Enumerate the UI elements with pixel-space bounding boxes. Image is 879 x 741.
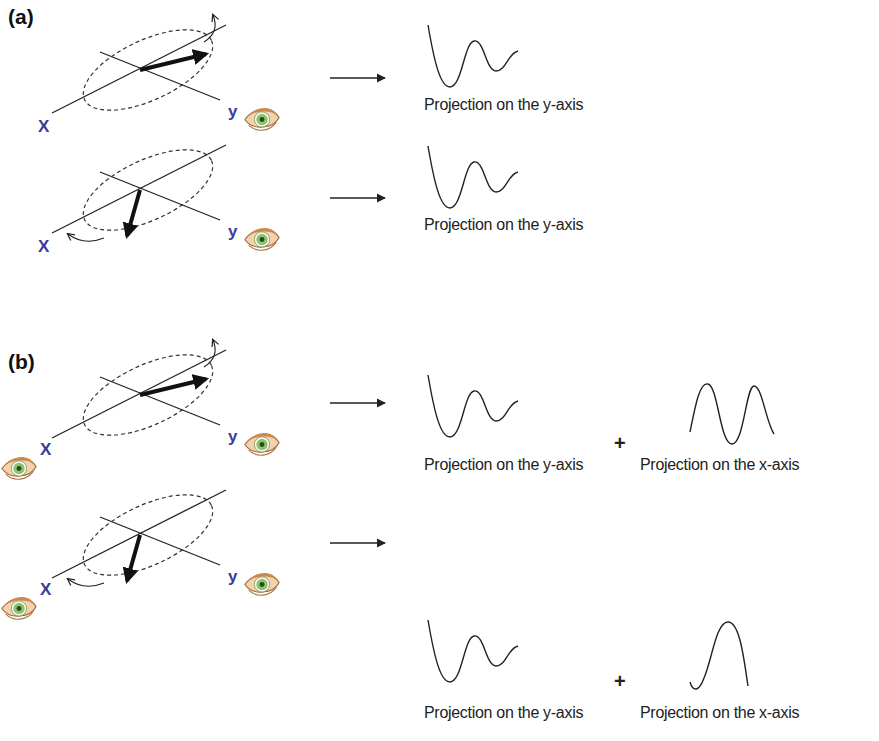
axis-letter: X (38, 117, 49, 137)
axis-letter: X (40, 580, 51, 600)
axis-letter: y (228, 102, 237, 122)
rotating-vector-panel (2, 478, 385, 619)
waveform (690, 384, 774, 689)
rotating-vector-panel (52, 13, 385, 130)
panel-letter: (a) (8, 5, 34, 29)
plus: + (614, 432, 626, 455)
caption: Projection on the x-axis (640, 456, 799, 474)
waveform (428, 25, 518, 682)
plus: + (614, 670, 626, 693)
axis-letter: y (228, 427, 237, 447)
rotating-vector-panel (52, 133, 385, 250)
axis-letter: y (228, 567, 237, 587)
caption: Projection on the x-axis (640, 704, 799, 722)
caption: Projection on the y-axis (424, 216, 583, 234)
axis-letter: X (38, 237, 49, 257)
caption: Projection on the y-axis (424, 704, 583, 722)
rotating-vector-panel (2, 338, 385, 479)
caption: Projection on the y-axis (424, 96, 583, 114)
axis-letter: X (40, 440, 51, 460)
caption: Projection on the y-axis (424, 456, 583, 474)
panel-letter: (b) (8, 350, 35, 374)
axis-letter: y (228, 222, 237, 242)
